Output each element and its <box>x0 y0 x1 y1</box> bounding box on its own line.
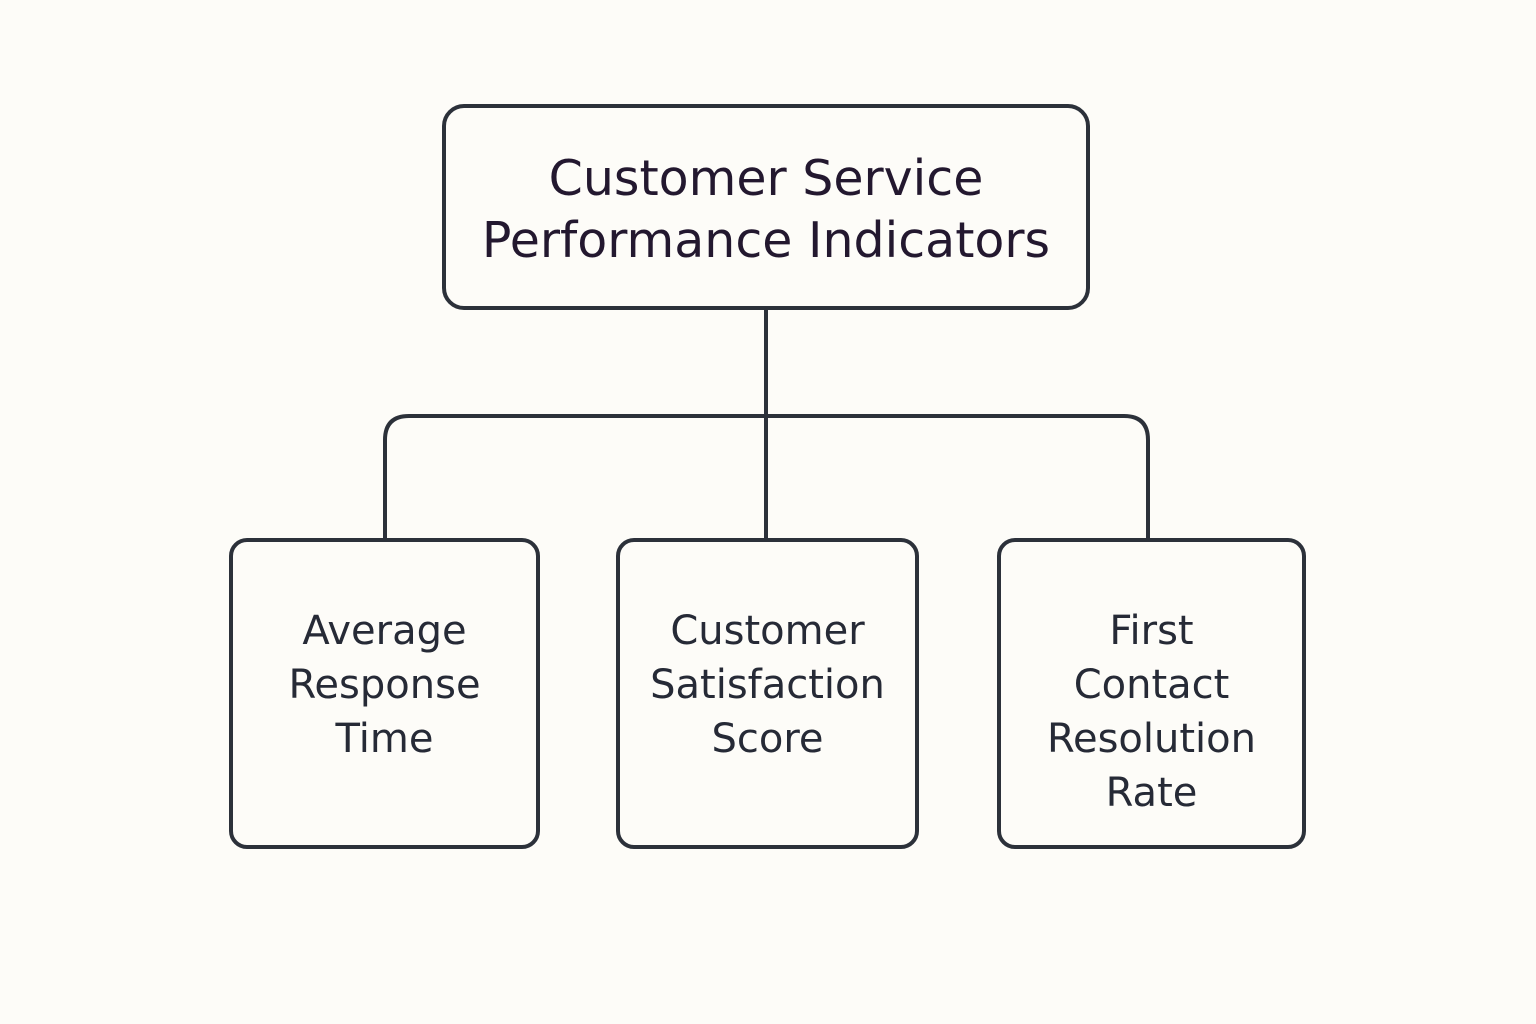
child-node-label: Average Response Time <box>288 608 481 762</box>
child-node-average-response-time: Average Response Time <box>229 538 540 849</box>
child-node-first-contact-resolution-rate: First Contact Resolution Rate <box>997 538 1306 849</box>
root-node-label: Customer Service Performance Indicators <box>481 150 1051 269</box>
child-node-customer-satisfaction-score: Customer Satisfaction Score <box>616 538 919 849</box>
connector-branch-bar <box>383 414 1150 538</box>
child-node-label: Customer Satisfaction Score <box>650 608 885 762</box>
child-node-label: First Contact Resolution Rate <box>1046 608 1256 816</box>
root-node: Customer Service Performance Indicators <box>442 104 1090 310</box>
